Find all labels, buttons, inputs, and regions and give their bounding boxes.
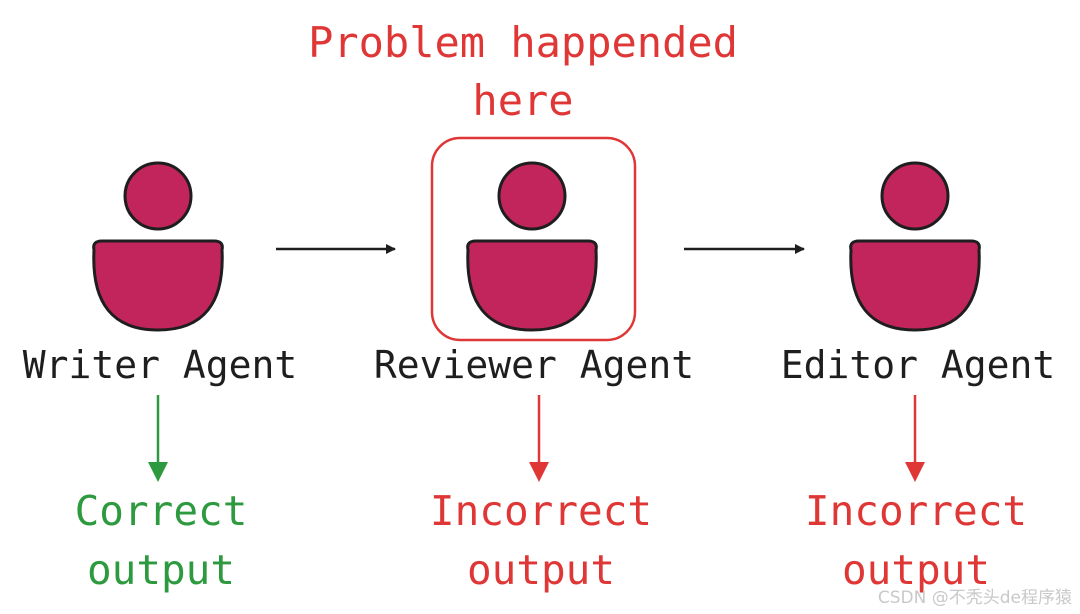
reviewer-output-arrow	[529, 395, 549, 482]
writer-agent-label: Writer Agent	[22, 343, 298, 387]
problem-annotation-line1: Problem happended	[308, 18, 738, 67]
writer-output-line1: Correct	[74, 487, 248, 535]
problem-annotation-line2: here	[472, 76, 574, 125]
reviewer-output-line2: output	[466, 546, 616, 594]
reviewer-agent-user-icon	[466, 161, 598, 332]
reviewer-output-line1: Incorrect	[429, 487, 653, 535]
editor-output-line2: output	[841, 546, 991, 594]
writer-output-arrow	[148, 395, 168, 482]
watermark: CSDN @不秃头de程序猿	[877, 588, 1072, 608]
reviewer-agent-label: Reviewer Agent	[373, 343, 695, 387]
editor-output-arrow	[905, 395, 925, 482]
problem-highlight-box	[430, 136, 637, 342]
editor-agent-user-icon	[849, 161, 981, 332]
editor-output-line1: Incorrect	[804, 487, 1028, 535]
editor-agent-label: Editor Agent	[780, 343, 1056, 387]
writer-output-line2: output	[86, 546, 236, 594]
writer-agent-user-icon	[92, 161, 224, 332]
